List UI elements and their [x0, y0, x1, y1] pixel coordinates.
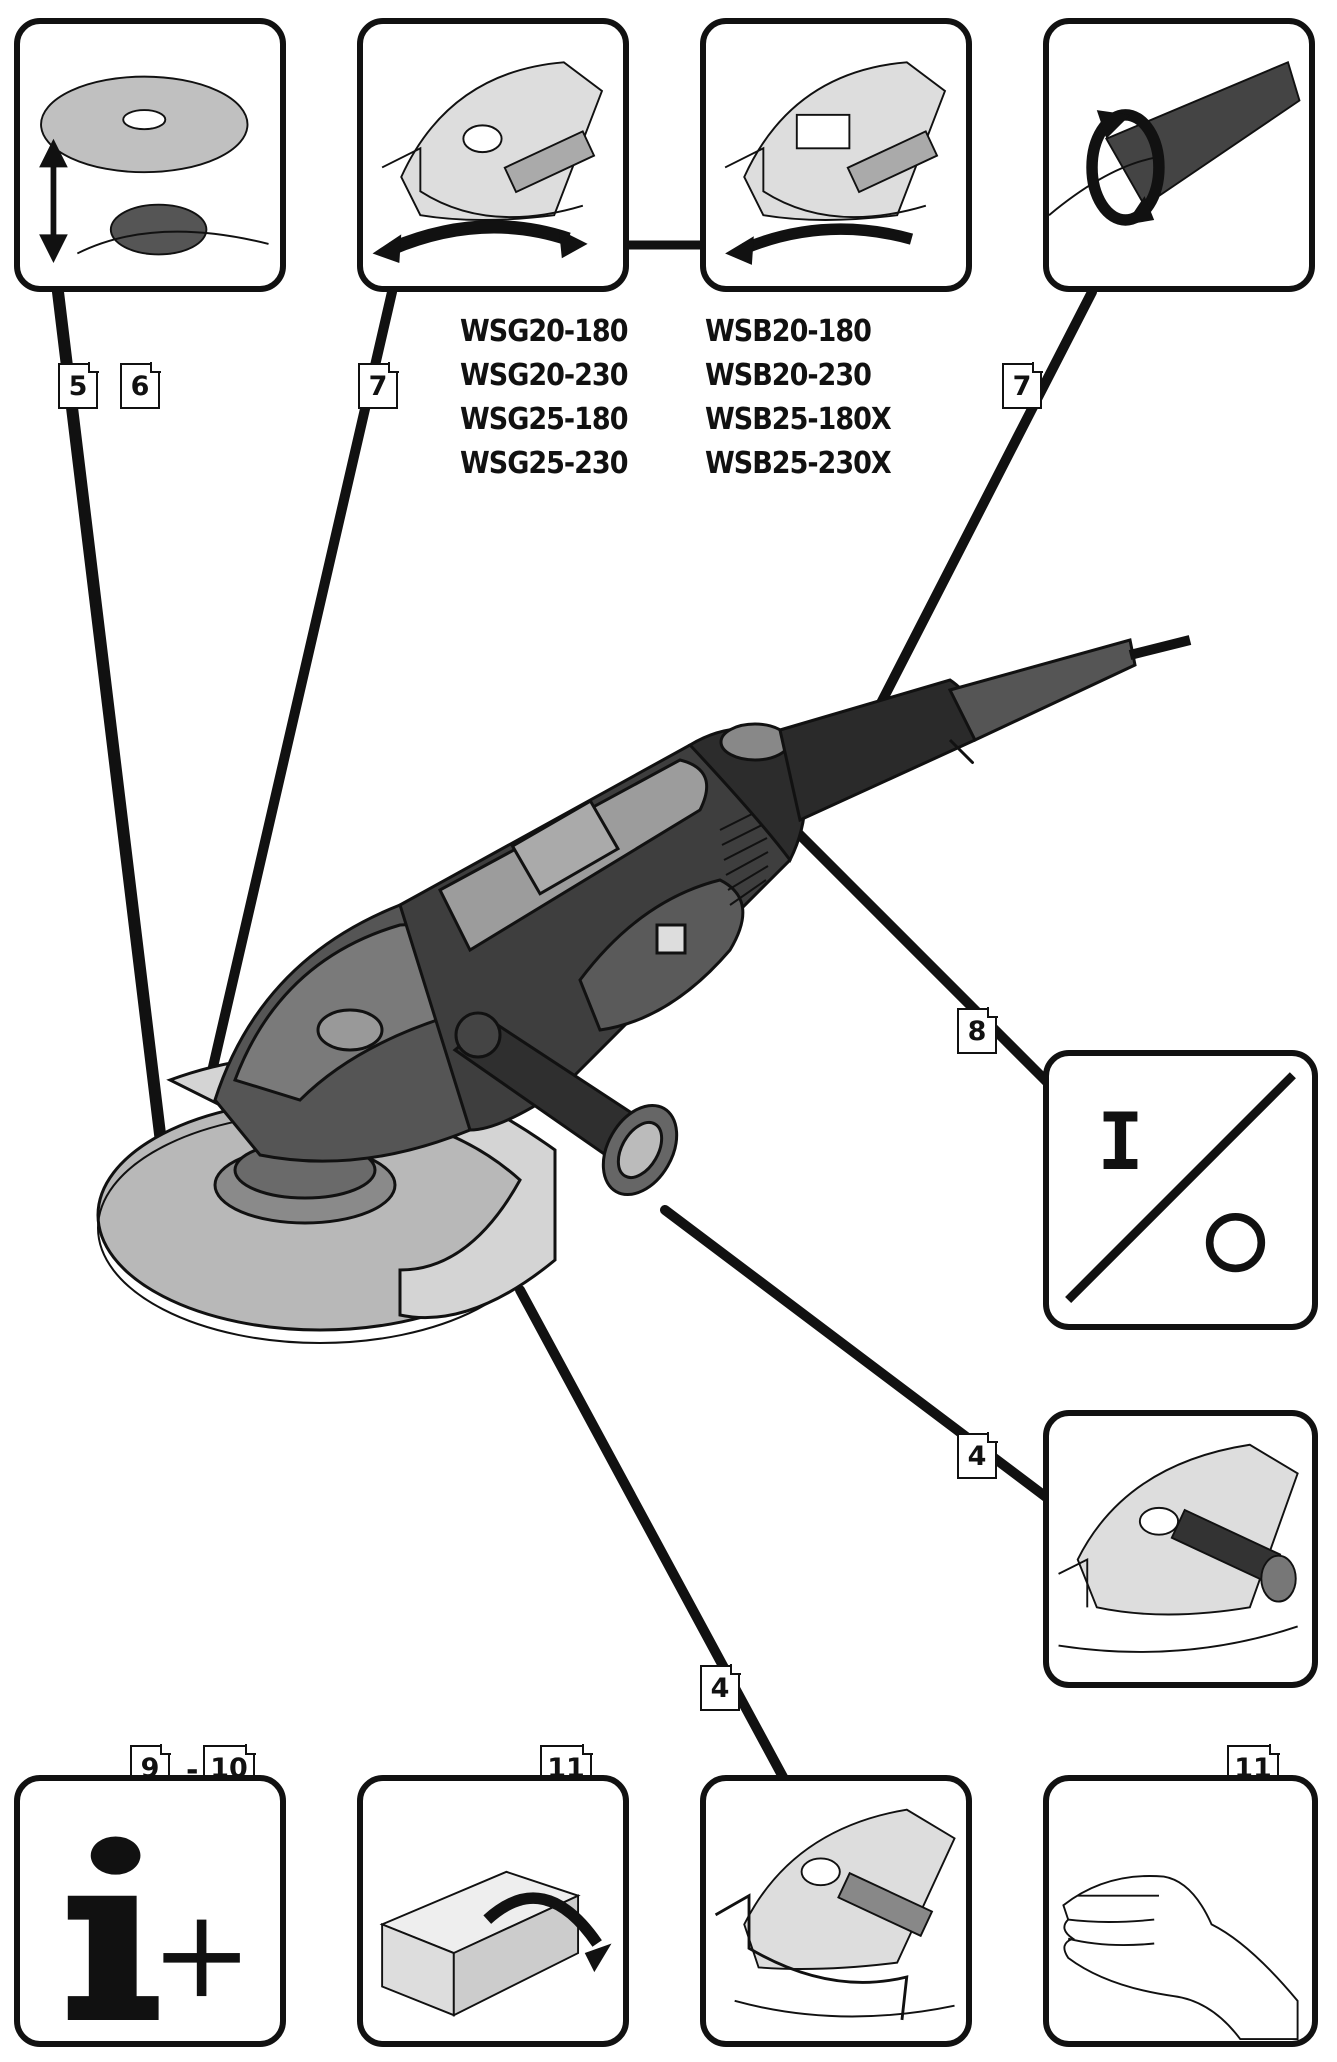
- models-wsg-list: WSG20-180 WSG20-230 WSG25-180 WSG25-230: [460, 310, 628, 486]
- on-symbol: I: [1097, 1098, 1144, 1188]
- leader-7-left: [205, 287, 397, 1085]
- side-handle-icon: [1058, 1443, 1299, 1653]
- guard-adjust-icon: [714, 1808, 956, 2021]
- spindle-lock-button: [316, 1008, 384, 1052]
- panel-side-handle: [1043, 1410, 1318, 1688]
- guard-rotate-icon: [372, 61, 604, 264]
- angle-grinder-illustration: [96, 635, 1192, 1344]
- page-ref-11-hand: 11: [1227, 1744, 1280, 1791]
- model-name: WSG25-180: [460, 402, 628, 437]
- model-name: WSG20-180: [460, 314, 628, 349]
- panel-handle-rotate: [1043, 18, 1315, 292]
- on-off-switch-icon: [1065, 1072, 1296, 1304]
- leader-7-right: [875, 287, 1097, 710]
- off-circle-symbol: [1205, 1212, 1266, 1273]
- panel-on-off-switch: I: [1043, 1050, 1318, 1330]
- leader-4-bottom: [515, 1285, 795, 1795]
- model-name: WSB20-230: [705, 358, 872, 393]
- hand-icon: [1062, 1875, 1299, 2041]
- page-ref-8: 8: [957, 1007, 998, 1054]
- power-cord: [1128, 635, 1192, 660]
- package-open-icon: [379, 1870, 612, 2017]
- panel-guard-rotate: [357, 18, 629, 292]
- handle-rotate-icon: [1049, 60, 1301, 226]
- panel-disc-mount: [14, 18, 286, 292]
- fein-logo: [655, 923, 687, 955]
- model-name: WSG25-230: [460, 446, 628, 481]
- panel-hand: [1043, 1775, 1318, 2047]
- model-name: WSB20-180: [705, 314, 872, 349]
- models-wsb-list: WSB20-180 WSB20-230 WSB25-180X WSB25-230…: [705, 310, 892, 486]
- leader-5-6: [52, 286, 174, 1206]
- rear-handle: [778, 678, 978, 823]
- panel-info-plus: [14, 1775, 286, 2047]
- info-plus-icon: [67, 1836, 240, 2020]
- guard-rotate-icon: [724, 61, 947, 265]
- panel-package: [357, 1775, 629, 2047]
- model-name: WSB25-230X: [705, 446, 892, 481]
- page-ref-5: 5: [58, 362, 99, 409]
- page-ref-7-right: 7: [1002, 362, 1043, 409]
- page-ref-4-right: 4: [957, 1432, 998, 1479]
- page-ref-4-bottom: 4: [700, 1664, 741, 1711]
- panel-guard-rotate-wsb: [700, 18, 972, 292]
- model-name: WSG20-230: [460, 358, 628, 393]
- page-ref-7-left: 7: [358, 362, 399, 409]
- model-name: WSB25-180X: [705, 402, 892, 437]
- panel-guard-adjust: [700, 1775, 972, 2047]
- page-ref-6: 6: [120, 362, 161, 409]
- disc-mount-icon: [39, 75, 269, 264]
